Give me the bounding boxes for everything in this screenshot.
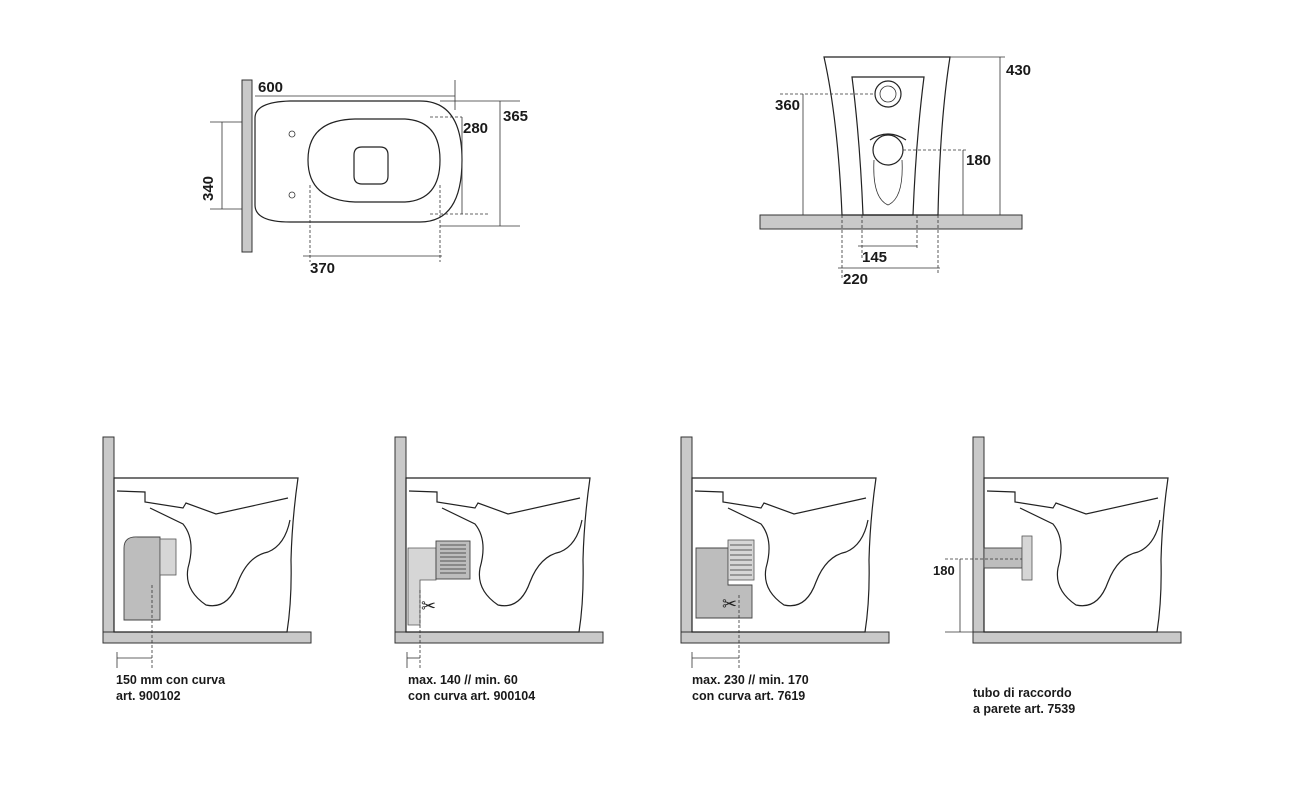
install-diagram-1: 150 mm con curva art. 900102 bbox=[102, 436, 312, 703]
install-diagram-2: ✂ max. 140 // min. 60 con curva art. 900… bbox=[394, 436, 604, 703]
fixing-hole-icon bbox=[288, 191, 296, 199]
wall-connector-pipe bbox=[983, 547, 1023, 569]
dim-height: 430 bbox=[1006, 62, 1031, 79]
floor-section bbox=[102, 631, 312, 644]
dim-outlet-height: 180 bbox=[966, 152, 991, 169]
wall-section bbox=[680, 436, 693, 638]
install-1-caption-line1: 150 mm con curva bbox=[116, 673, 226, 687]
install-diagram-4: 180 tubo di raccordo a parete art. 7539 bbox=[933, 436, 1182, 716]
dim-depth: 365 bbox=[503, 108, 528, 125]
pan-profile bbox=[405, 477, 591, 633]
install-1-caption-line2: art. 900102 bbox=[116, 689, 181, 703]
wall-section bbox=[102, 436, 115, 638]
pan-back-recess bbox=[851, 76, 925, 216]
pan-profile bbox=[983, 477, 1169, 633]
floor-section bbox=[680, 631, 890, 644]
floor-section bbox=[759, 214, 1023, 230]
dim-length: 600 bbox=[258, 79, 283, 96]
floor-section bbox=[394, 631, 604, 644]
wall-section bbox=[972, 436, 985, 638]
install-3-caption-line1: max. 230 // min. 170 bbox=[692, 673, 809, 687]
install-2-caption-line2: con curva art. 900104 bbox=[408, 689, 535, 703]
dim-seat-depth: 280 bbox=[463, 120, 488, 137]
dim-inlet-height: 360 bbox=[775, 97, 800, 114]
pipe-connector bbox=[159, 538, 177, 576]
install-4-caption-line1: tubo di raccordo bbox=[973, 686, 1072, 700]
rear-view: 430 360 180 145 220 bbox=[759, 56, 1031, 288]
floor-section bbox=[972, 631, 1182, 644]
bowl-opening bbox=[353, 146, 389, 185]
top-view: 600 365 280 340 370 bbox=[200, 79, 528, 277]
dim-wall-outlet-height: 180 bbox=[933, 563, 955, 578]
waste-bend bbox=[123, 536, 161, 621]
dim-outlet-center: 145 bbox=[862, 249, 887, 266]
install-diagram-3: ✂ max. 230 // min. 170 con curva art. 76… bbox=[680, 436, 890, 703]
dim-outlet: 370 bbox=[310, 260, 335, 277]
dim-fixing-spacing: 340 bbox=[200, 176, 217, 201]
pipe-flange bbox=[1021, 535, 1033, 581]
fixing-hole-icon bbox=[288, 130, 296, 138]
dim-base-width: 220 bbox=[843, 271, 868, 288]
install-3-caption-line2: con curva art. 7619 bbox=[692, 689, 805, 703]
scissors-icon: ✂ bbox=[421, 596, 436, 617]
install-2-caption-line1: max. 140 // min. 60 bbox=[408, 673, 518, 687]
wall-section bbox=[394, 436, 407, 638]
inlet-icon bbox=[874, 80, 902, 108]
seat-ring bbox=[307, 118, 441, 203]
install-4-caption-line2: a parete art. 7539 bbox=[973, 702, 1075, 716]
wall-section bbox=[241, 79, 253, 253]
scissors-icon: ✂ bbox=[722, 594, 737, 615]
